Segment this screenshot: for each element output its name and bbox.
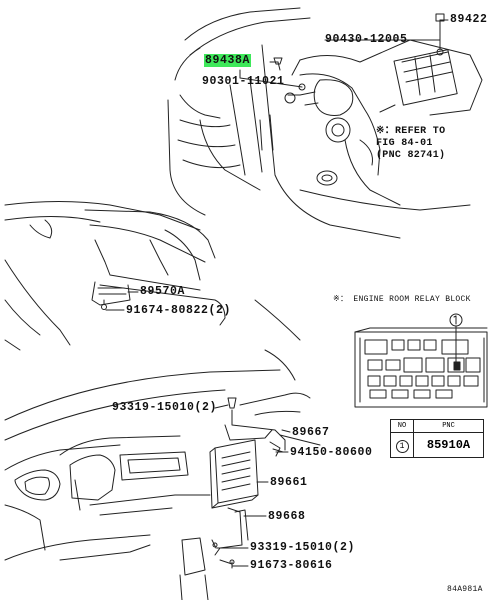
relay-callout-circle bbox=[449, 313, 463, 327]
figure-id: 84A981A bbox=[447, 585, 483, 594]
label-91673-80616: 91673-80616 bbox=[250, 559, 333, 572]
top-leader-lines bbox=[239, 19, 449, 113]
highlighted-part-number: 89438A bbox=[204, 54, 252, 67]
label-89570a: 89570A bbox=[140, 285, 186, 298]
callout-number: 1 bbox=[395, 439, 409, 453]
relay-block-caption: ※： ENGINE ROOM RELAY BLOCK bbox=[333, 295, 471, 304]
label-94150-80600: 94150-80600 bbox=[290, 446, 373, 459]
pnc-table-header-no: NO bbox=[390, 419, 414, 433]
label-91674-80822: 91674-80822(2) bbox=[126, 304, 232, 317]
relay-block-drawing bbox=[354, 325, 488, 408]
dashboard-drawing bbox=[4, 299, 321, 600]
refer-to-note: ※：REFER TO FIG 84-01 (PNC 82741) bbox=[376, 126, 446, 161]
ecu-module-drawing bbox=[209, 397, 286, 569]
middle-leader-lines bbox=[105, 291, 139, 311]
label-93319-15010-bottom: 93319-15010(2) bbox=[250, 541, 356, 554]
label-89667: 89667 bbox=[292, 426, 330, 439]
bottom-leader-lines bbox=[214, 404, 291, 567]
label-89668: 89668 bbox=[268, 510, 306, 523]
label-90301-11021: 90301-11021 bbox=[202, 75, 285, 88]
label-89438a: 89438A bbox=[204, 54, 252, 67]
pnc-table-header-pnc: PNC bbox=[413, 419, 484, 433]
pnc-table-cell-no: 1 bbox=[390, 432, 414, 458]
pnc-table-cell-pnc: 85910A bbox=[413, 432, 484, 458]
table-row: 1 85910A bbox=[390, 432, 484, 458]
label-89661: 89661 bbox=[270, 476, 308, 489]
pnc-table: NO PNC 1 85910A bbox=[390, 419, 484, 458]
label-93319-15010-top: 93319-15010(2) bbox=[112, 401, 218, 414]
body-side-drawing bbox=[4, 201, 226, 351]
label-90430-12005: 90430-12005 bbox=[325, 33, 408, 46]
label-89422: 89422 bbox=[450, 13, 488, 26]
pnc-table-header-row: NO PNC bbox=[390, 419, 484, 433]
